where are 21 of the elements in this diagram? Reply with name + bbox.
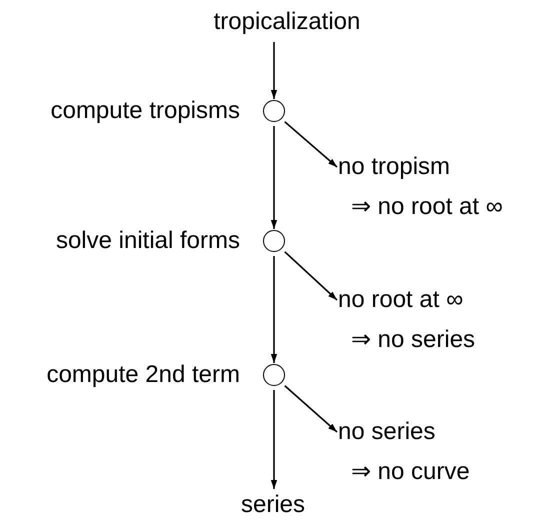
- outcome-text: no tropism: [338, 152, 452, 182]
- implication-text: ⇒ no series: [350, 325, 476, 355]
- step-label: series: [240, 490, 306, 520]
- arrow: [270, 42, 278, 99]
- step-label: tropicalization: [212, 7, 362, 37]
- arrow: [270, 390, 278, 489]
- step-label: compute 2nd term: [46, 360, 240, 390]
- arrow: [270, 126, 278, 229]
- arrow: [284, 121, 338, 168]
- step-label: compute tropisms: [50, 96, 240, 126]
- junction-circle: [263, 230, 285, 252]
- implication-text: ⇒ no curve: [350, 457, 471, 487]
- junction-circle: [263, 364, 285, 386]
- arrow: [284, 251, 338, 301]
- step-label: solve initial forms: [56, 226, 240, 256]
- outcome-text: no root at ∞: [338, 285, 464, 315]
- outcome-text: no series: [338, 417, 436, 447]
- arrow: [284, 385, 338, 433]
- arrow: [270, 256, 278, 363]
- implication-text: ⇒ no root at ∞: [350, 192, 504, 222]
- junction-circle: [263, 100, 285, 122]
